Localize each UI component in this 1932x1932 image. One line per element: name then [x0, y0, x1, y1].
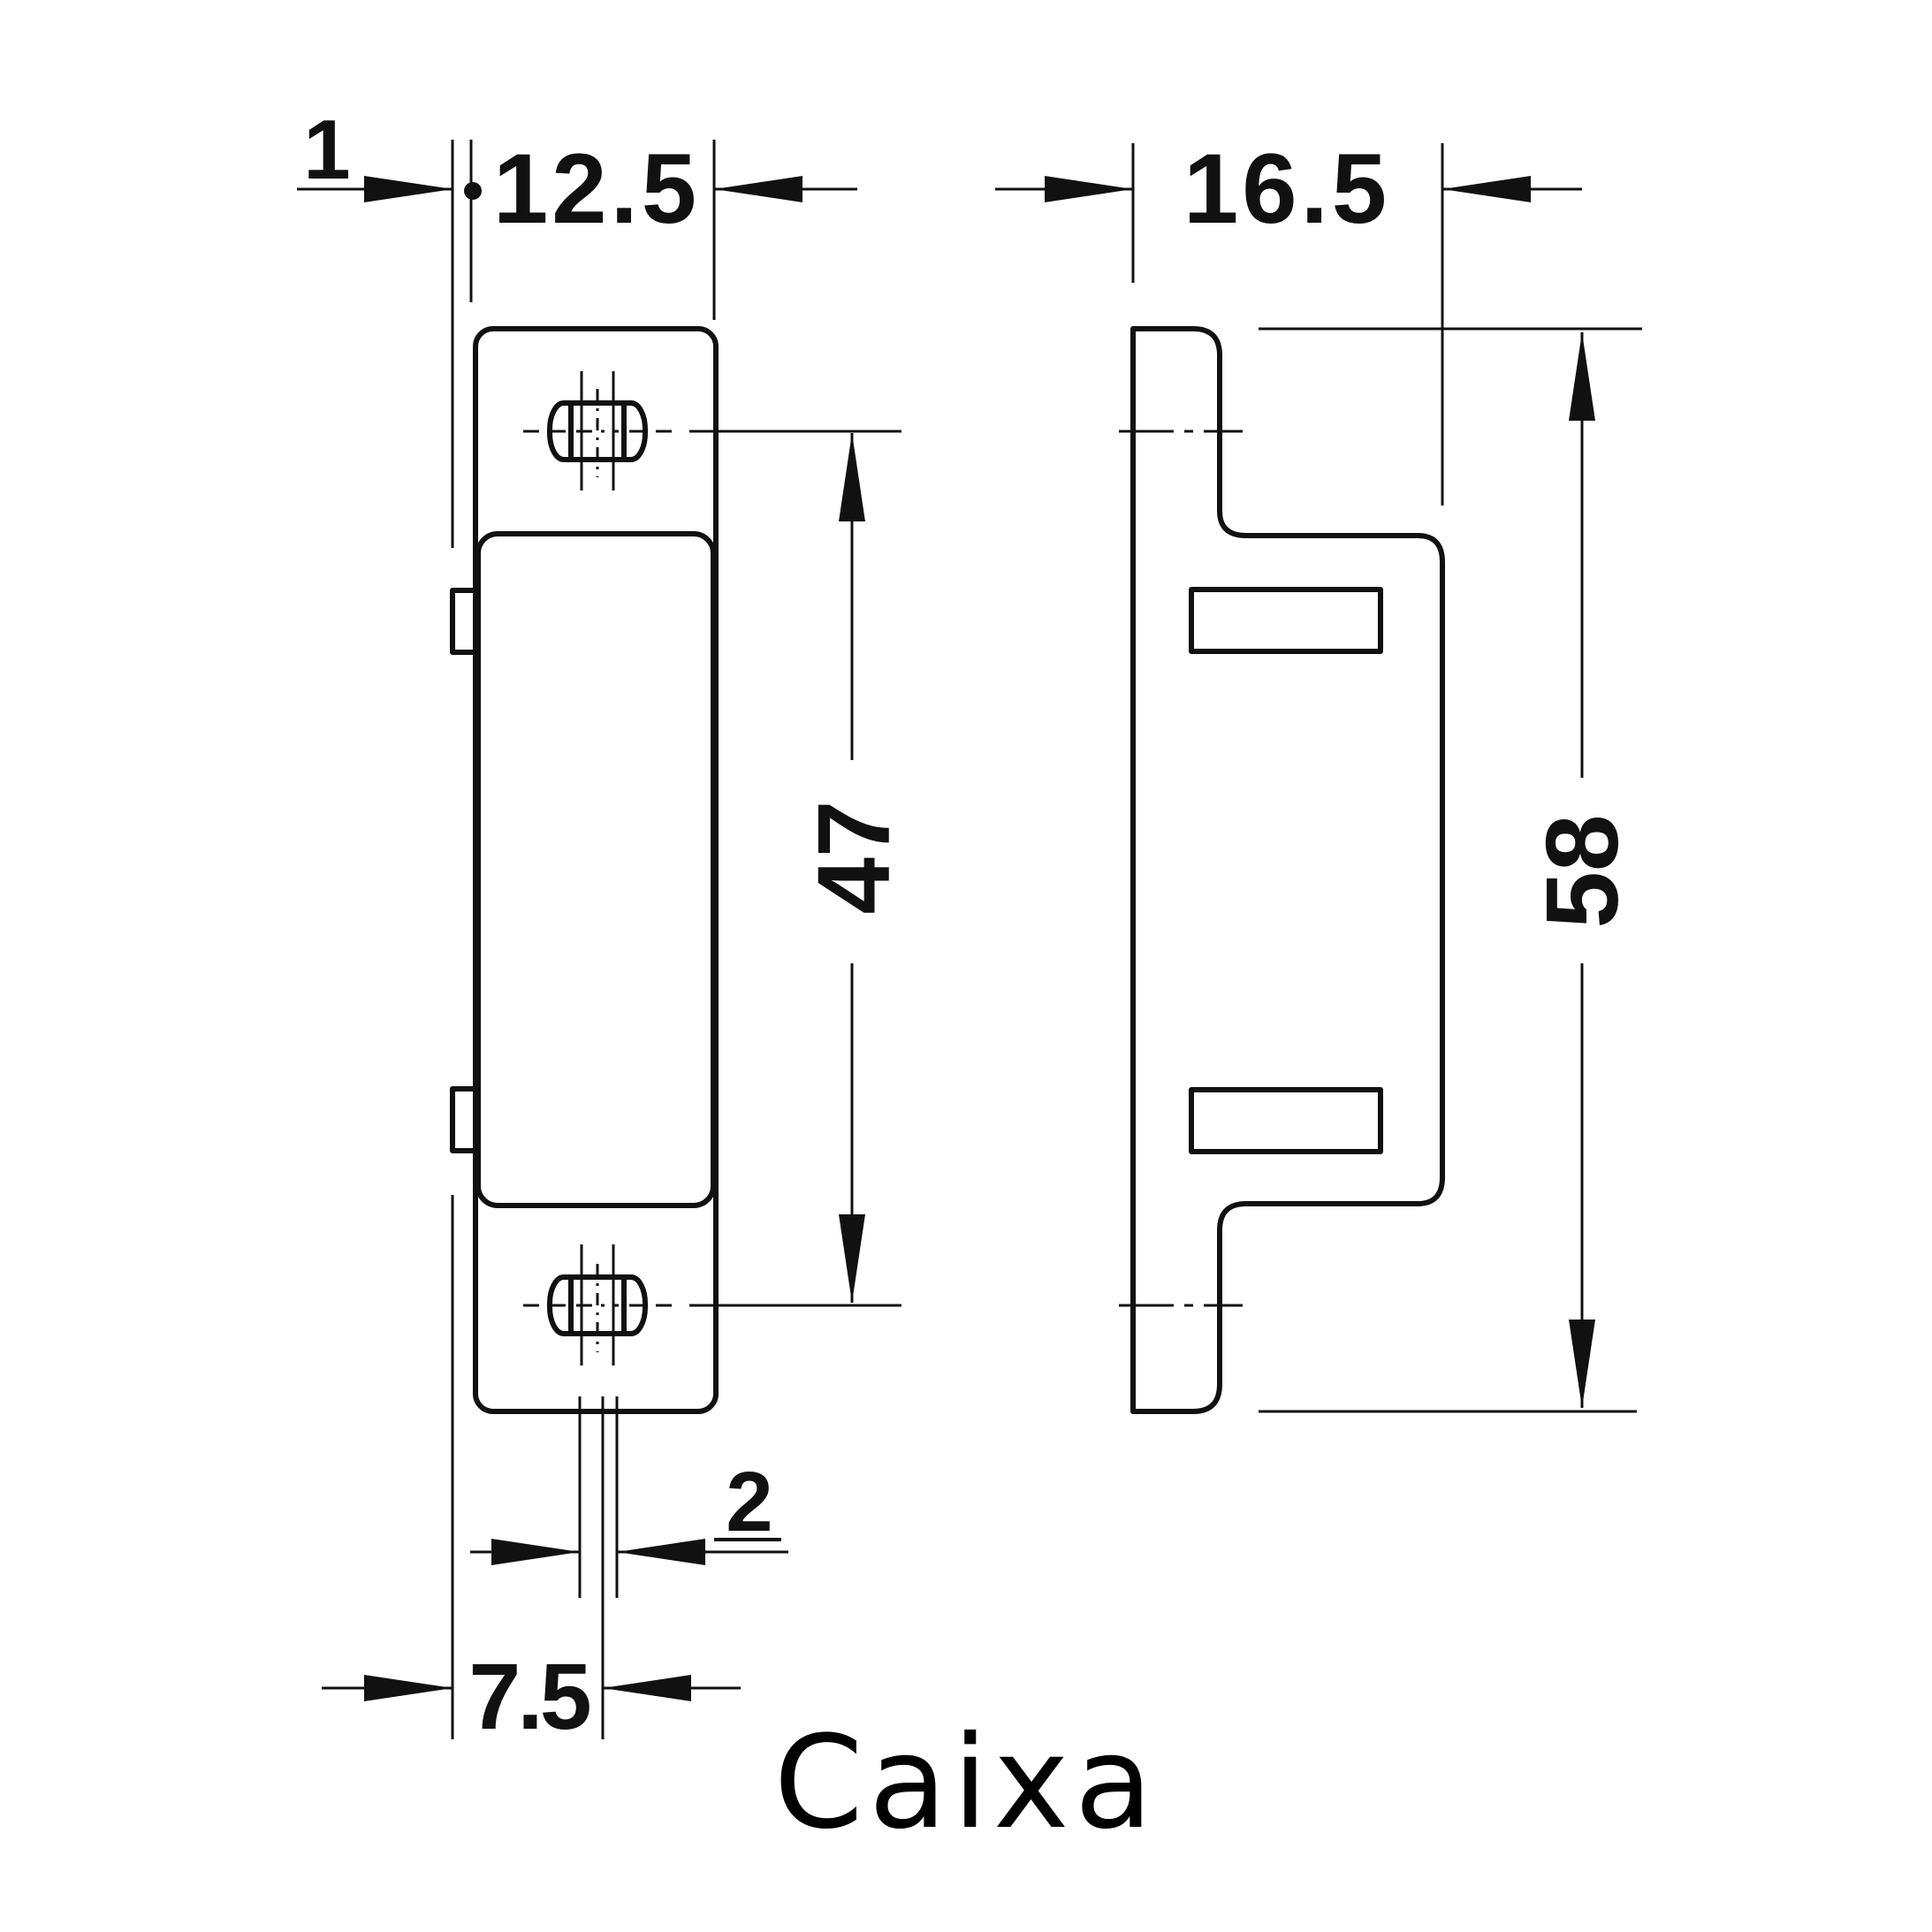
front-side-tab-top [450, 588, 478, 655]
side-body-outline [1130, 326, 1445, 1414]
dimension-58-label: 58 [1525, 814, 1639, 928]
side-slot-bottom [1189, 1087, 1383, 1154]
dimension-2-label: 2 [726, 1455, 772, 1549]
front-magnet-cover [475, 531, 716, 1208]
dimension-12-5: 12.5 [493, 133, 857, 244]
dimension-2: 2 [470, 1455, 788, 1565]
front-body-outline [473, 326, 719, 1414]
side-extension-lines [1131, 143, 1642, 1413]
dimension-58: 58 [1525, 332, 1639, 1408]
dimension-1-label: 1 [303, 103, 350, 197]
dimension-16-5-label: 16.5 [1183, 133, 1390, 244]
dimension-47: 47 [796, 433, 911, 1303]
dimension-7-5-label: 7.5 [468, 1645, 589, 1749]
dimension-16-5: 16.5 [995, 133, 1582, 244]
front-extension-lines [451, 140, 716, 1739]
dimension-12-5-label: 12.5 [493, 133, 700, 244]
side-slot-top [1189, 587, 1383, 654]
dimension-1: 1 [297, 103, 482, 202]
caption: Caixa [773, 1708, 1159, 1858]
front-view [450, 326, 719, 1414]
side-view [1130, 326, 1445, 1414]
dimension-7-5: 7.5 [322, 1645, 741, 1749]
front-side-tab-bottom [450, 1086, 478, 1153]
dimension-47-label: 47 [796, 800, 911, 914]
front-center-lines [523, 371, 901, 1365]
side-center-lines [1119, 430, 1243, 1307]
